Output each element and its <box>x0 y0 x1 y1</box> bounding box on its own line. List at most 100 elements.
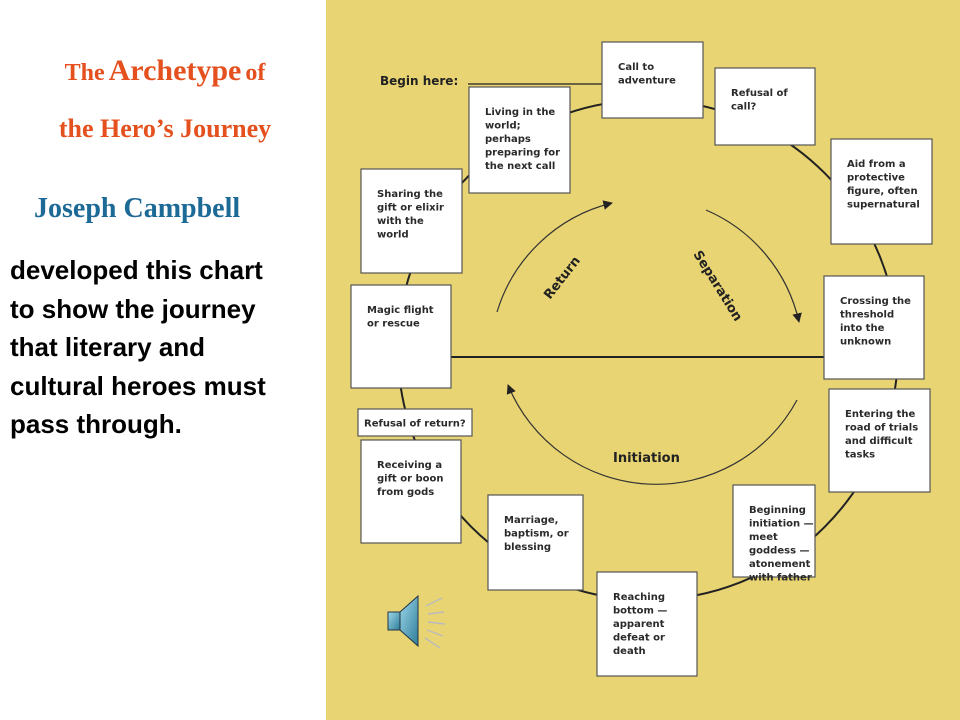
stage-label-line: goddess — <box>749 546 810 557</box>
stage-box-magic-flight: Magic flight or rescue <box>350 284 452 389</box>
stage-label-line: Crossing the <box>840 296 911 307</box>
description-line: pass through. <box>10 409 182 439</box>
initiation-arrow <box>506 384 798 485</box>
stage-label-line: unknown <box>840 337 891 348</box>
description-text: developed this chart to show the journey… <box>10 251 322 444</box>
stage-label-line: gift or boon <box>377 474 444 485</box>
separation-arrow <box>705 209 802 323</box>
stage-label-line: Aid from a <box>847 159 906 170</box>
stage-label-line: Entering the <box>845 409 916 420</box>
return-arrow <box>496 200 613 313</box>
stage-label: Sharing the gift or elixir with the world <box>377 189 444 241</box>
stage-label-line: initiation — <box>749 519 814 530</box>
stage-label-line: baptism, or <box>504 529 569 540</box>
stage-box-sharing-gift: Sharing the gift or elixir with the world <box>360 168 463 274</box>
stage-label-line: supernatural <box>847 200 920 211</box>
stage-label-line: preparing for <box>485 148 560 159</box>
diagram-panel: Begin here: Return Separation Initiation… <box>326 0 960 720</box>
stage-label: Receiving a gift or boon from gods <box>377 460 444 498</box>
stage-box-living-in-world: Living in the world; perhaps preparing for t… <box>468 86 571 194</box>
title-suffix: of <box>245 60 266 86</box>
stage-label: Magic flight or rescue <box>367 305 434 330</box>
stage-box-receiving-gift: Receiving a gift or boon from gods <box>360 439 462 544</box>
stage-box-frame <box>350 284 452 389</box>
stage-box-call-to-adventure: Call to adventure <box>601 41 704 119</box>
stage-box-reaching-bottom: Reaching bottom — apparent defeat or death <box>596 571 698 677</box>
stage-label-line: threshold <box>840 310 894 321</box>
return-label: Return <box>541 254 584 303</box>
stage-label-line: figure, often <box>847 186 918 197</box>
stage-box-frame <box>360 168 463 274</box>
stage-label-line: Sharing the <box>377 189 443 200</box>
hero-journey-diagram: Begin here: Return Separation Initiation… <box>350 41 933 677</box>
stage-label-line: Call to <box>618 62 654 73</box>
stage-label-line: blessing <box>504 542 551 553</box>
stage-label-line: call? <box>731 102 757 113</box>
stage-box-marriage-baptism: Marriage, baptism, or blessing <box>487 494 584 591</box>
stage-box-frame <box>360 439 462 544</box>
stage-box-frame <box>830 138 933 245</box>
stage-label-line: meet <box>749 532 778 543</box>
title-line-1: The Archetype of <box>0 54 330 88</box>
description-line: developed this chart <box>10 255 263 285</box>
stage-box-frame <box>487 494 584 591</box>
stage-label-line: Refusal of return? <box>364 419 466 430</box>
stage-label-line: world <box>377 230 409 241</box>
stage-label-line: perhaps <box>485 134 531 145</box>
stage-label-line: Reaching <box>613 592 665 603</box>
stage-label: Marriage, baptism, or blessing <box>504 515 569 553</box>
stage-label: Aid from a protective figure, often superna… <box>847 159 920 211</box>
stage-box-frame <box>468 86 571 194</box>
stage-label-line: atonement <box>749 559 811 570</box>
stage-label-line: or rescue <box>367 319 420 330</box>
stage-label-line: and difficult <box>845 436 913 447</box>
begin-here-label: Begin here: <box>380 74 458 88</box>
stage-label-line: the next call <box>485 161 555 172</box>
stage-box-frame <box>601 41 704 119</box>
title-prefix: The <box>64 60 105 86</box>
stage-box-frame <box>828 388 931 493</box>
stage-box-refusal-of-return: Refusal of return? <box>357 408 473 437</box>
stage-label-line: gift or elixir <box>377 203 444 214</box>
stage-label-line: from gods <box>377 487 434 498</box>
stage-label: Reaching bottom — apparent defeat or death <box>613 592 667 657</box>
stage-label-line: death <box>613 646 646 657</box>
stage-label-line: with the <box>377 216 424 227</box>
stage-label-line: road of trials <box>845 423 918 434</box>
stage-label-line: Living in the <box>485 107 555 118</box>
stage-label-line: bottom — <box>613 606 667 617</box>
description-line: that literary and <box>10 332 206 362</box>
title-main: Archetype <box>108 54 242 87</box>
stage-box-refusal-of-call: Refusal of call? <box>714 67 816 146</box>
author-name: Joseph Campbell <box>34 193 241 224</box>
stage-label-line: adventure <box>618 76 676 87</box>
stage-label-line: protective <box>847 173 905 184</box>
stage-box-frame <box>823 275 925 380</box>
speaker-icon[interactable] <box>382 588 448 654</box>
stage-label-line: Receiving a <box>377 460 442 471</box>
stage-label: Entering the road of trials and difficult t… <box>845 409 918 461</box>
stage-box-frame <box>357 408 473 437</box>
stage-label: Living in the world; perhaps preparing for t… <box>485 107 560 172</box>
stage-label-line: Refusal of <box>731 88 788 99</box>
stage-box-frame <box>714 67 816 146</box>
separation-label: Separation <box>690 248 745 324</box>
stage-box-road-of-trials: Entering the road of trials and difficult t… <box>828 388 931 493</box>
description-line: to show the journey <box>10 293 256 324</box>
stage-label-line: Marriage, <box>504 515 558 526</box>
text-panel: The Archetype of the Hero’s Journey Jose… <box>0 0 326 720</box>
stage-box-frame <box>596 571 698 677</box>
stage-label-line: Magic flight <box>367 305 434 316</box>
stage-label: Refusal of return? <box>364 419 466 430</box>
stage-label-line: defeat or <box>613 633 665 644</box>
stage-label-line: tasks <box>845 450 875 461</box>
stage-label-line: world; <box>485 121 521 132</box>
stage-label-line: apparent <box>613 619 665 630</box>
stage-label: Refusal of call? <box>731 88 788 113</box>
stage-box-frame <box>732 484 816 578</box>
initiation-label: Initiation <box>613 451 680 466</box>
